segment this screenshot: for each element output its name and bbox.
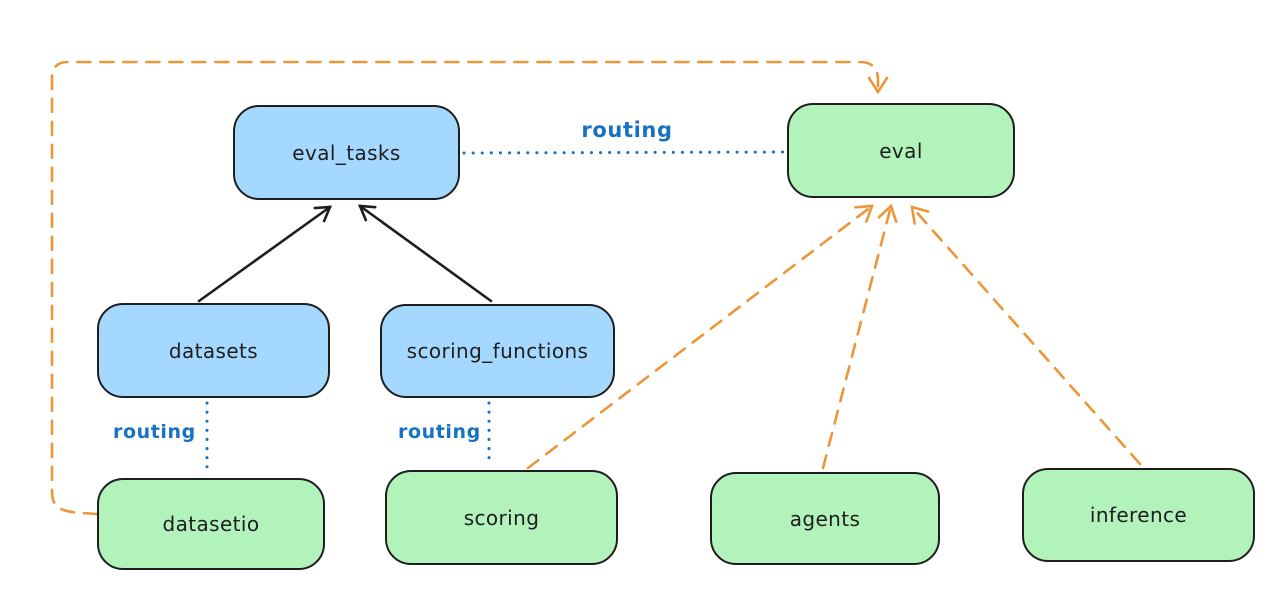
routing-label-eval-tasks-eval: routing	[581, 118, 673, 142]
node-inference-label: inference	[1089, 503, 1188, 527]
node-eval: eval	[787, 103, 1015, 198]
node-inference: inference	[1022, 468, 1255, 562]
node-scoring-functions: scoring_functions	[380, 304, 615, 398]
edge-eval-tasks-to-eval-routing	[462, 150, 788, 155]
node-eval-label: eval	[879, 138, 923, 163]
node-agents-label: agents	[789, 506, 861, 531]
node-datasetio: datasetio	[97, 478, 325, 570]
routing-label-datasets-datasetio: routing	[113, 421, 196, 443]
edge-datasetio-to-eval	[50, 60, 889, 516]
node-datasetio-label: datasetio	[162, 512, 260, 536]
node-scoring: scoring	[385, 470, 618, 565]
node-datasets: datasets	[97, 303, 330, 398]
edge-scoring-functions-to-eval-tasks	[357, 204, 493, 303]
edge-datasets-to-eval-tasks	[197, 205, 333, 303]
routing-label-scoring-functions-scoring: routing	[398, 421, 481, 443]
edge-inference-to-eval	[910, 205, 1142, 466]
node-datasets-label: datasets	[168, 338, 259, 363]
node-eval-tasks-label: eval_tasks	[292, 140, 401, 165]
node-agents: agents	[710, 472, 940, 565]
node-scoring-functions-label: scoring_functions	[406, 339, 589, 363]
node-scoring-label: scoring	[463, 505, 540, 530]
edge-agents-to-eval	[821, 203, 898, 470]
node-eval-tasks: eval_tasks	[233, 105, 460, 200]
